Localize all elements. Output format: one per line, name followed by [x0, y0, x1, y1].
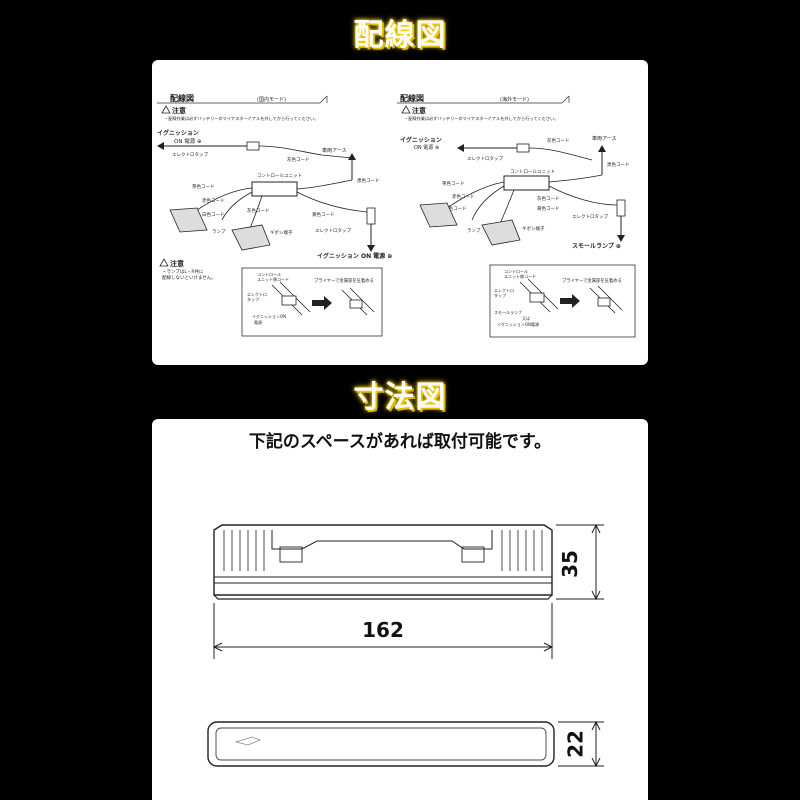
left-ignition: イグニッション — [157, 129, 199, 137]
left-caution-text: ・配線作業は必ずバッテリーのマイナスターミナルを外してから行ってください。 — [164, 115, 318, 122]
note-caution-icon — [159, 258, 169, 267]
right-ignition: イグニッション — [400, 136, 442, 144]
lamp-right-icon — [231, 224, 271, 251]
left-body-earth: 車両アース — [322, 147, 346, 154]
left-ignition-on: ON 電源 ⊕ — [174, 137, 202, 145]
left-caution-title: 注意 — [172, 106, 186, 115]
arrow-down-icon-right — [617, 235, 625, 242]
left-note-title: 注意 — [170, 259, 184, 268]
right-ignition-on: ON 電源 ⊕ — [414, 144, 439, 151]
arrow-right-icon-right — [560, 294, 580, 308]
right-inset-label6: 又は — [522, 315, 530, 321]
right-inset — [489, 264, 636, 338]
arrow-up-icon — [348, 153, 356, 160]
left-lamp: ランプ — [212, 229, 226, 235]
left-yellow-cord: 黄色コード — [312, 211, 335, 218]
dimensions-panel: 下記のスペースがあれば取付可能です。 — [152, 419, 648, 800]
brand-mark-icon — [234, 736, 262, 746]
right-brown-cord: 茶色コード — [442, 180, 465, 187]
length-value: 162 — [362, 618, 404, 642]
dimensions-header: 寸法図 — [353, 380, 447, 415]
left-electro-tap: エレクトロタップ — [172, 151, 208, 158]
left-inset — [241, 267, 383, 337]
lamp-left-icon-right — [419, 202, 458, 228]
right-white-cord: 白色コード — [444, 205, 467, 212]
right-red-cord: 赤色コード — [452, 193, 475, 200]
right-caution-text: ・配線作業は必ずバッテリーのマイナスターミナルを外してから行ってください。 — [404, 115, 558, 122]
lamp-right-icon-right — [481, 219, 521, 246]
wiring-diagrams: 配線図 (国内モード) 注意 ・配線作業は必ずバッテリーのマイナスターミナルを外… — [157, 93, 636, 338]
arrow-left-icon — [157, 142, 164, 150]
right-inset-label2: ユニット側コード — [504, 273, 536, 279]
length-dimension — [212, 603, 554, 659]
arrow-down-icon — [367, 245, 375, 252]
arrow-right-icon — [312, 296, 332, 310]
lamp-side-view — [213, 524, 553, 600]
wiring-panel: 配線図 (国内モード) 注意 ・配線作業は必ずバッテリーのマイナスターミナルを外… — [152, 60, 648, 365]
height-value: 35 — [558, 550, 582, 578]
right-body-earth: 車両アース — [592, 135, 616, 142]
arrow-up-icon-right — [598, 145, 606, 152]
right-inset-label7: イグニッションON電源 — [497, 321, 539, 327]
left-note-text2: 配線しないといけません。 — [162, 274, 216, 281]
depth-dimension — [558, 720, 604, 768]
right-yellow-cord: 黄色コード — [537, 205, 560, 212]
right-electro-tap: エレクトロタップ — [467, 155, 503, 162]
left-gray-cord2: 灰色コード — [247, 207, 270, 214]
right-small-lamp: スモールランプ ⊕ — [572, 242, 621, 250]
left-grommet: ギボシ端子 — [270, 229, 293, 236]
left-white-cord: 白色コード — [202, 211, 225, 218]
left-gray-cord: 灰色コード — [287, 156, 310, 163]
left-inset-label3: エレクトロ — [247, 291, 267, 297]
caution-icon — [161, 105, 171, 114]
caution-icon-right — [401, 105, 411, 114]
wiring-diagram-domestic: 配線図 (国内モード) 注意 ・配線作業は必ずバッテリーのマイナスターミナルを外… — [157, 93, 392, 337]
right-inset-label3: エレクトロ — [494, 287, 514, 293]
left-electro-tap2: エレクトロタップ — [315, 227, 351, 234]
left-inset-plier: プライヤーで金属部を圧着める — [314, 277, 374, 284]
arrow-left-icon-right — [457, 144, 464, 152]
right-mode: (海外モード) — [500, 96, 529, 103]
right-inset-label5: スモールランプ — [494, 309, 522, 315]
right-gray-cord2: 灰色コード — [537, 195, 560, 202]
left-inset-label5: イグニッションON — [252, 313, 286, 319]
right-inset-plier: プライヤーで金属部を圧着める — [562, 277, 622, 284]
right-title: 配線図 — [400, 93, 424, 103]
dimension-drawing: 35 162 22 — [207, 523, 604, 768]
wiring-header: 配線図 — [353, 18, 447, 53]
right-control-unit: コントロールユニット — [510, 169, 555, 175]
right-inset-label1: コントロール — [504, 269, 528, 274]
right-gray-cord: 灰色コード — [547, 137, 570, 144]
height-dimension — [556, 523, 604, 601]
wiring-diagram-overseas: 配線図 (海外モード) 注意 ・配線作業は必ずバッテリーのマイナスターミナルを外… — [397, 93, 636, 338]
left-brown-cord: 茶色コード — [192, 183, 215, 190]
left-black-cord: 黒色コード — [357, 177, 380, 184]
right-lamp: ランプ — [467, 228, 481, 234]
right-inset-label4: タップ — [494, 292, 506, 298]
left-ignition-on-power: イグニッション ON 電源 ⊕ — [317, 252, 392, 260]
left-inset-label4: タップ — [247, 296, 259, 302]
right-caution-title: 注意 — [412, 106, 426, 115]
lamp-front-view — [207, 721, 555, 767]
left-inset-label1: コントロール — [257, 272, 281, 277]
lamp-left-icon — [169, 207, 208, 233]
left-control-unit: コントロールユニット — [257, 173, 302, 179]
depth-value: 22 — [564, 730, 588, 758]
left-title: 配線図 — [170, 93, 194, 103]
left-inset-label2: ユニット側コード — [257, 276, 289, 282]
right-electro-tap2: エレクトロタップ — [572, 213, 608, 220]
left-inset-label6: 電源 — [254, 319, 262, 325]
left-note-text1: ・ランプはL・R共に — [162, 268, 204, 275]
right-black-cord: 黒色コード — [607, 161, 630, 168]
left-mode: (国内モード) — [257, 96, 286, 103]
space-caption: 下記のスペースがあれば取付可能です。 — [248, 432, 552, 452]
right-grommet: ギボシ端子 — [522, 225, 545, 232]
